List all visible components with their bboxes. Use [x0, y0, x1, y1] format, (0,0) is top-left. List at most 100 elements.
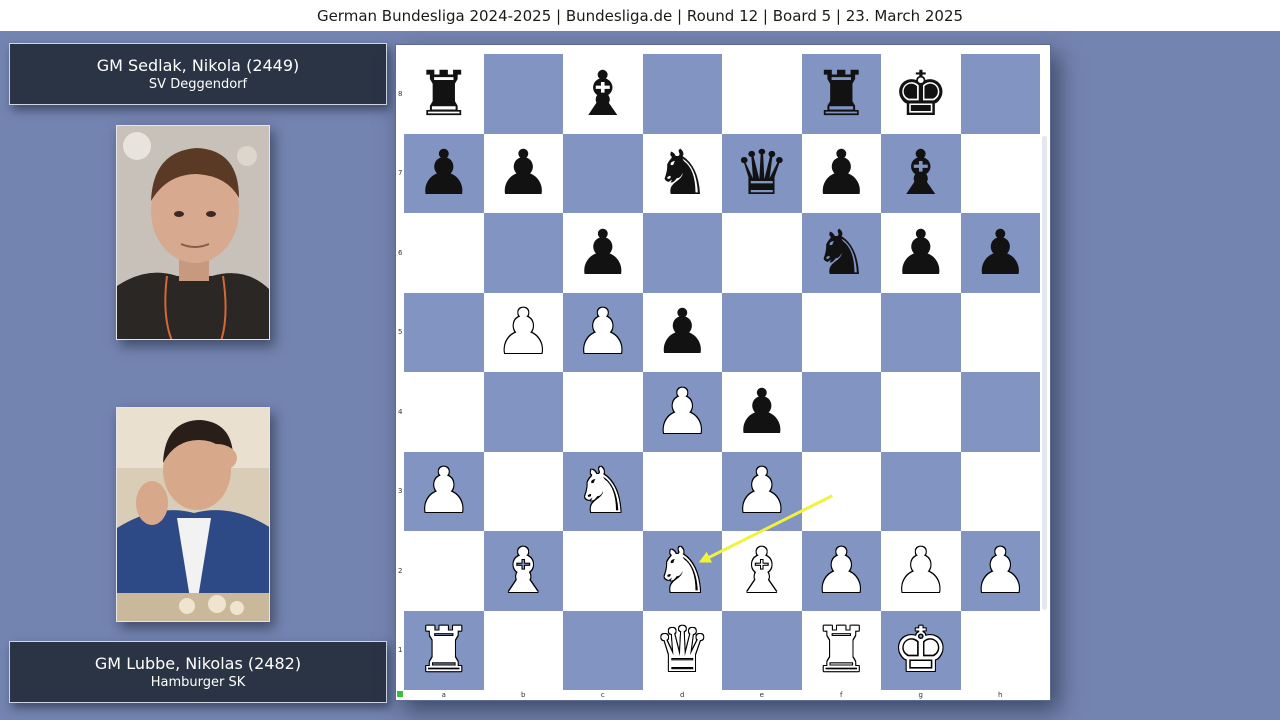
- square-h6[interactable]: [960, 213, 1040, 293]
- black-king-g8[interactable]: ♚: [892, 56, 949, 130]
- square-b4[interactable]: [483, 372, 563, 452]
- square-f8[interactable]: [801, 54, 881, 134]
- square-e5[interactable]: [722, 292, 802, 372]
- square-d3[interactable]: [642, 451, 722, 531]
- square-a1[interactable]: [404, 610, 484, 690]
- white-king-g1[interactable]: ♚: [892, 613, 949, 687]
- square-e1[interactable]: [722, 610, 802, 690]
- white-pawn-h2[interactable]: ♟: [972, 533, 1029, 607]
- file-label-e: e: [759, 691, 764, 699]
- rank-label-6: 6: [398, 248, 403, 257]
- square-b1[interactable]: [483, 610, 563, 690]
- square-d6[interactable]: [642, 213, 722, 293]
- square-b7[interactable]: [483, 133, 563, 213]
- square-f4[interactable]: [801, 372, 881, 452]
- square-h2[interactable]: [960, 531, 1040, 611]
- square-h1[interactable]: [960, 610, 1040, 690]
- white-bishop-e2[interactable]: ♝: [733, 533, 790, 607]
- black-bishop-g7[interactable]: ♝: [892, 136, 949, 210]
- square-g3[interactable]: [881, 451, 961, 531]
- square-f7[interactable]: [801, 133, 881, 213]
- white-rook-a1[interactable]: ♜: [415, 613, 472, 687]
- square-f1[interactable]: [801, 610, 881, 690]
- square-b3[interactable]: [483, 451, 563, 531]
- black-pawn-f7[interactable]: ♟: [813, 136, 870, 210]
- white-pawn-d4[interactable]: ♟: [654, 374, 711, 448]
- square-d4[interactable]: [642, 372, 722, 452]
- square-a5[interactable]: [404, 292, 484, 372]
- square-a4[interactable]: [404, 372, 484, 452]
- square-h4[interactable]: [960, 372, 1040, 452]
- square-c6[interactable]: [563, 213, 643, 293]
- square-c7[interactable]: [563, 133, 643, 213]
- white-queen-d1[interactable]: ♛: [654, 613, 711, 687]
- square-a6[interactable]: [404, 213, 484, 293]
- square-d7[interactable]: [642, 133, 722, 213]
- square-e4[interactable]: [722, 372, 802, 452]
- square-d8[interactable]: [642, 54, 722, 134]
- black-rook-a8[interactable]: ♜: [415, 56, 472, 130]
- square-a7[interactable]: [404, 133, 484, 213]
- square-c8[interactable]: [563, 54, 643, 134]
- square-g2[interactable]: [881, 531, 961, 611]
- square-h7[interactable]: [960, 133, 1040, 213]
- square-b6[interactable]: [483, 213, 563, 293]
- square-a3[interactable]: [404, 451, 484, 531]
- white-pawn-b5[interactable]: ♟: [495, 295, 552, 369]
- square-g5[interactable]: [881, 292, 961, 372]
- square-g4[interactable]: [881, 372, 961, 452]
- chess-board[interactable]: ♜♝♜♚♟♟♞♛♟♝♟♞♟♟♟♟♟♟♟♟♞♟♝♞♝♟♟♟♜♛♜♚: [404, 54, 1040, 690]
- black-knight-f6[interactable]: ♞: [813, 215, 870, 289]
- scrollbar[interactable]: [1042, 136, 1047, 610]
- rank-label-7: 7: [398, 169, 403, 178]
- status-indicator: [397, 691, 403, 697]
- square-c5[interactable]: [563, 292, 643, 372]
- square-b5[interactable]: [483, 292, 563, 372]
- black-pawn-e4[interactable]: ♟: [733, 374, 790, 448]
- black-pawn-b7[interactable]: ♟: [495, 136, 552, 210]
- square-g8[interactable]: [881, 54, 961, 134]
- white-knight-c3[interactable]: ♞: [574, 454, 631, 528]
- square-h3[interactable]: [960, 451, 1040, 531]
- white-pawn-f2[interactable]: ♟: [813, 533, 870, 607]
- black-pawn-d5[interactable]: ♟: [654, 295, 711, 369]
- black-bishop-c8[interactable]: ♝: [574, 56, 631, 130]
- white-player-name: GM Lubbe, Nikolas (2482): [94, 653, 302, 673]
- black-queen-e7[interactable]: ♛: [733, 136, 790, 210]
- black-pawn-c6[interactable]: ♟: [574, 215, 631, 289]
- white-pawn-e3[interactable]: ♟: [733, 454, 790, 528]
- black-pawn-g6[interactable]: ♟: [892, 215, 949, 289]
- square-c3[interactable]: [563, 451, 643, 531]
- white-pawn-g2[interactable]: ♟: [892, 533, 949, 607]
- rank-label-8: 8: [398, 89, 403, 98]
- square-a8[interactable]: [404, 54, 484, 134]
- square-h8[interactable]: [960, 54, 1040, 134]
- white-bishop-b2[interactable]: ♝: [495, 533, 552, 607]
- black-pawn-h6[interactable]: ♟: [972, 215, 1029, 289]
- white-knight-d2[interactable]: ♞: [654, 533, 711, 607]
- black-knight-d7[interactable]: ♞: [654, 136, 711, 210]
- square-a2[interactable]: [404, 531, 484, 611]
- square-f5[interactable]: [801, 292, 881, 372]
- white-pawn-a3[interactable]: ♟: [415, 454, 472, 528]
- square-g6[interactable]: [881, 213, 961, 293]
- square-c2[interactable]: [563, 531, 643, 611]
- square-e8[interactable]: [722, 54, 802, 134]
- square-e7[interactable]: [722, 133, 802, 213]
- square-f3[interactable]: [801, 451, 881, 531]
- square-b8[interactable]: [483, 54, 563, 134]
- square-g1[interactable]: [881, 610, 961, 690]
- black-pawn-a7[interactable]: ♟: [415, 136, 472, 210]
- white-pawn-c5[interactable]: ♟: [574, 295, 631, 369]
- square-f6[interactable]: [801, 213, 881, 293]
- black-rook-f8[interactable]: ♜: [813, 56, 870, 130]
- square-d1[interactable]: [642, 610, 722, 690]
- square-c1[interactable]: [563, 610, 643, 690]
- square-g7[interactable]: [881, 133, 961, 213]
- square-d5[interactable]: [642, 292, 722, 372]
- square-h5[interactable]: [960, 292, 1040, 372]
- square-c4[interactable]: [563, 372, 643, 452]
- square-b2[interactable]: [483, 531, 563, 611]
- white-rook-f1[interactable]: ♜: [813, 613, 870, 687]
- square-e6[interactable]: [722, 213, 802, 293]
